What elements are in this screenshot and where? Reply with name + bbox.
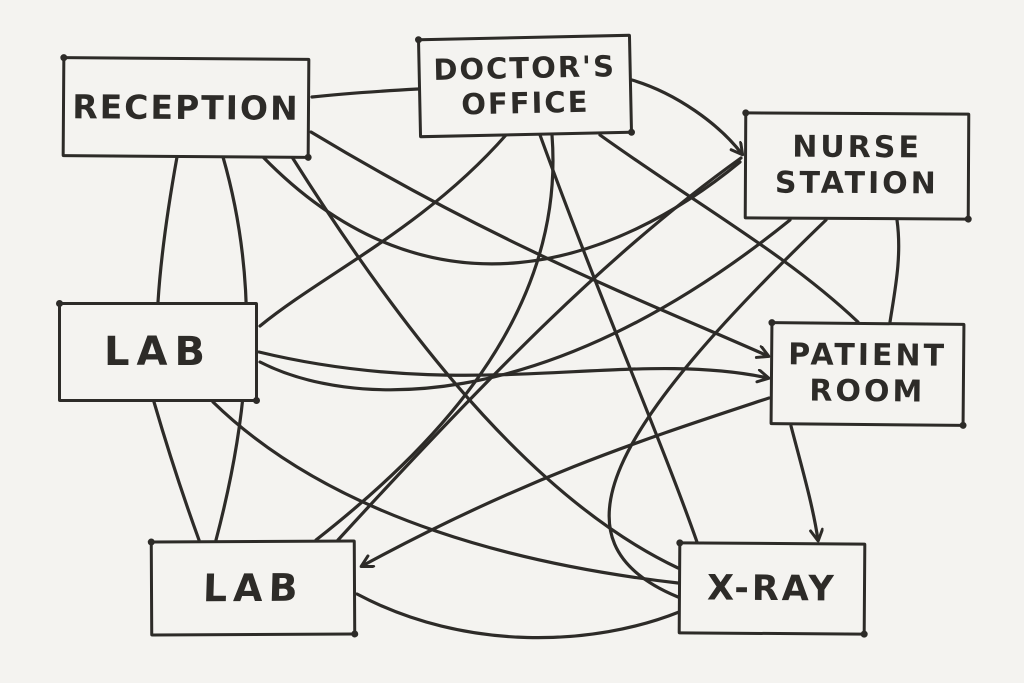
node-doctors-office: DOCTOR'S OFFICE xyxy=(416,33,634,139)
edge-doctors-office-to-lab-1 xyxy=(258,133,508,328)
edge-reception-to-lab-1 xyxy=(156,155,179,304)
edge-reception-to-doctors-office xyxy=(310,87,420,99)
node-patient-room-label-line2: ROOM xyxy=(809,373,926,410)
edge-nurse-station-to-lab-1 xyxy=(258,218,792,392)
edge-reception-to-x-ray xyxy=(290,155,680,570)
node-lab-lower: LAB xyxy=(149,539,357,637)
edge-doctors-office-to-lab-2 xyxy=(314,133,555,542)
node-patient-room-label-line1: PATIENT xyxy=(788,337,948,374)
edge-nurse-station-to-x-ray xyxy=(607,218,828,599)
node-doctors-office-label-line2: OFFICE xyxy=(460,84,590,122)
edge-nurse-station-to-patient-room xyxy=(888,218,901,324)
node-x-ray: X-RAY xyxy=(677,541,867,636)
node-lab-lower-label: LAB xyxy=(202,565,304,611)
node-x-ray-label: X-RAY xyxy=(707,568,837,609)
node-nurse-station-label-line2: STATION xyxy=(774,165,939,202)
edge-lab-2-to-x-ray xyxy=(355,592,681,640)
node-lab-upper-label: LAB xyxy=(104,329,212,375)
node-nurse-station-label-line1: NURSE xyxy=(792,129,923,166)
edge-reception-to-nurse-station xyxy=(261,155,742,266)
edge-doctors-office-to-nurse-station xyxy=(630,78,742,154)
edge-lab-1-to-patient-room xyxy=(257,350,768,378)
edge-patient-room-to-x-ray xyxy=(789,424,818,540)
node-doctors-office-label-line1: DOCTOR'S xyxy=(433,49,617,88)
edge-lab-1-to-x-ray xyxy=(211,400,680,585)
node-nurse-station: NURSE STATION xyxy=(743,111,971,221)
edge-patient-room-to-lab-2 xyxy=(362,396,771,566)
node-reception: RECEPTION xyxy=(61,56,311,159)
node-patient-room: PATIENT ROOM xyxy=(769,321,966,427)
edge-lab-2-to-nurse-station xyxy=(336,156,743,542)
edge-doctors-office-to-x-ray xyxy=(538,133,699,544)
node-reception-label: RECEPTION xyxy=(72,87,300,128)
node-lab-upper: LAB xyxy=(56,300,260,404)
edge-doctors-office-to-patient-room xyxy=(598,133,860,324)
edge-lab-1-to-lab-2 xyxy=(152,400,201,542)
